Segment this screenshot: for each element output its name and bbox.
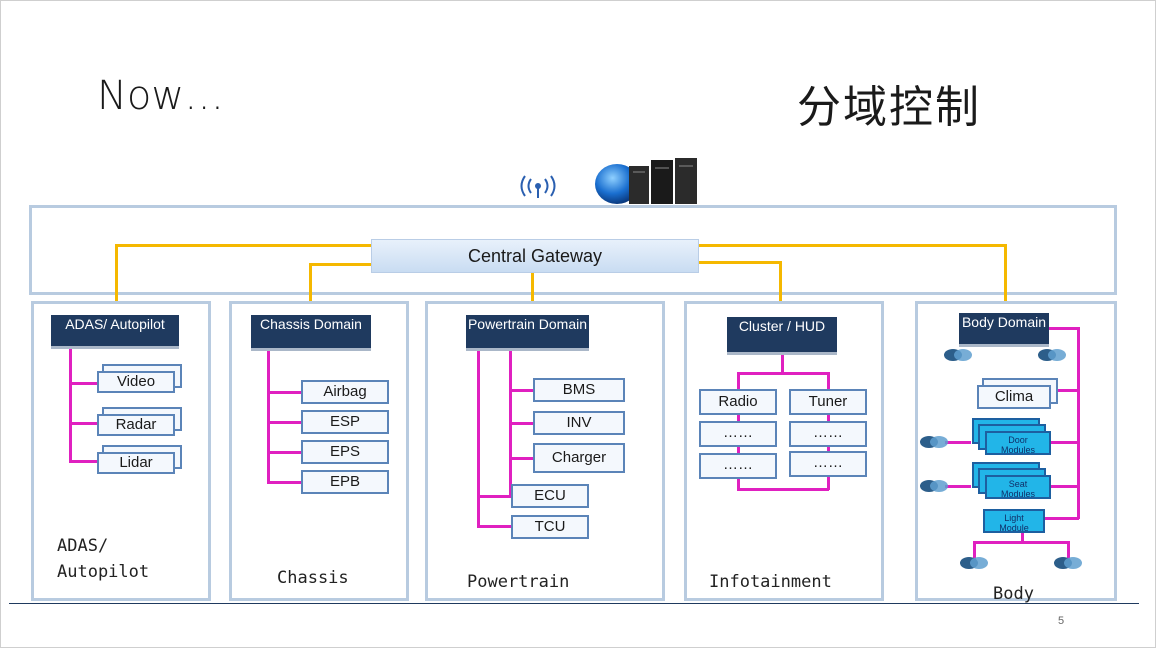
cloud-server-icon — [591, 156, 711, 206]
body-bus — [945, 441, 971, 444]
central-gateway: Central Gateway — [371, 239, 699, 273]
connector-icon — [919, 479, 949, 493]
adas-domain-label: ADAS/ Autopilot — [51, 315, 179, 349]
door-modules: Door Modules — [985, 431, 1051, 455]
adas-bus — [69, 349, 72, 461]
inv-module: INV — [533, 411, 625, 435]
gateway-wire — [696, 261, 781, 264]
body-bus — [1051, 485, 1079, 488]
ecu-module: ECU — [511, 484, 589, 508]
body-bus — [1021, 531, 1024, 543]
connector-icon — [943, 348, 973, 362]
chassis-caption: Chassis — [277, 568, 349, 588]
tuner-module: Tuner — [789, 389, 867, 415]
chassis-bus — [267, 351, 270, 483]
chassis-branch — [267, 451, 301, 454]
gateway-wire — [115, 244, 118, 319]
chassis-branch — [267, 421, 301, 424]
infotainment-bus — [737, 488, 829, 491]
body-domain-label: Body Domain — [959, 313, 1049, 347]
powertrain-branch — [477, 525, 511, 528]
eps-module: EPS — [301, 440, 389, 464]
powertrain-branch — [477, 495, 511, 498]
gateway-wire — [309, 263, 373, 266]
powertrain-branch — [509, 389, 533, 392]
gateway-wire — [779, 261, 782, 321]
infotainment-placeholder-module: …… — [789, 421, 867, 447]
powertrain-domain-label: Powertrain Domain — [466, 315, 589, 351]
connector-icon — [1037, 348, 1067, 362]
gateway-wire — [1004, 244, 1007, 319]
infotainment-placeholder-module: …… — [699, 453, 777, 479]
esp-module: ESP — [301, 410, 389, 434]
infotainment-bus — [781, 355, 784, 373]
adas-frame — [31, 301, 211, 601]
radio-module: Radio — [699, 389, 777, 415]
body-bus — [1045, 517, 1079, 520]
gateway-frame — [29, 205, 1117, 295]
tcu-module: TCU — [511, 515, 589, 539]
body-bus — [973, 541, 976, 559]
body-bus — [945, 485, 971, 488]
seat-modules: Seat Modules — [985, 475, 1051, 499]
wireless-icon — [513, 173, 563, 199]
chassis-branch — [267, 391, 301, 394]
adas-branch — [69, 460, 97, 463]
chassis-branch — [267, 481, 301, 484]
body-bus — [1051, 441, 1079, 444]
adas-branch — [69, 382, 97, 385]
video-module: Video — [97, 371, 175, 393]
powertrain-bus — [477, 351, 480, 527]
body-bus — [1077, 327, 1080, 519]
infotainment-bus — [737, 372, 829, 375]
body-caption: Body — [993, 584, 1034, 604]
connector-icon — [919, 435, 949, 449]
infotainment-domain-label: Cluster / HUD — [727, 317, 837, 355]
powertrain-branch — [509, 422, 533, 425]
slide-title-left: Now… — [97, 73, 225, 119]
gateway-wire — [115, 244, 373, 247]
infotainment-placeholder-module: …… — [789, 451, 867, 477]
radar-module: Radar — [97, 414, 175, 436]
airbag-module: Airbag — [301, 380, 389, 404]
body-bus — [1067, 541, 1070, 559]
bms-module: BMS — [533, 378, 625, 402]
connector-icon — [1053, 556, 1083, 570]
body-bus — [1045, 389, 1079, 392]
chassis-domain-label: Chassis Domain — [251, 315, 371, 351]
lidar-module: Lidar — [97, 452, 175, 474]
light-module: Light Module — [983, 509, 1045, 533]
gateway-wire — [309, 263, 312, 319]
epb-module: EPB — [301, 470, 389, 494]
page-number: 5 — [1058, 615, 1065, 627]
infotainment-placeholder-module: …… — [699, 421, 777, 447]
slide-title-right: 分域控制 — [797, 82, 981, 133]
powertrain-caption: Powertrain — [467, 572, 570, 592]
adas-caption-line1: ADAS/ — [57, 536, 109, 556]
powertrain-branch — [509, 457, 533, 460]
infotainment-caption: Infotainment — [709, 572, 832, 592]
gateway-wire — [696, 244, 1006, 247]
footer-divider — [9, 603, 1139, 604]
body-bus — [1049, 327, 1079, 330]
adas-branch — [69, 422, 97, 425]
adas-caption-line2: Autopilot — [57, 562, 150, 582]
charger-module: Charger — [533, 443, 625, 473]
connector-icon — [959, 556, 989, 570]
gateway-wire — [531, 271, 534, 319]
clima-module: Clima — [977, 385, 1051, 409]
